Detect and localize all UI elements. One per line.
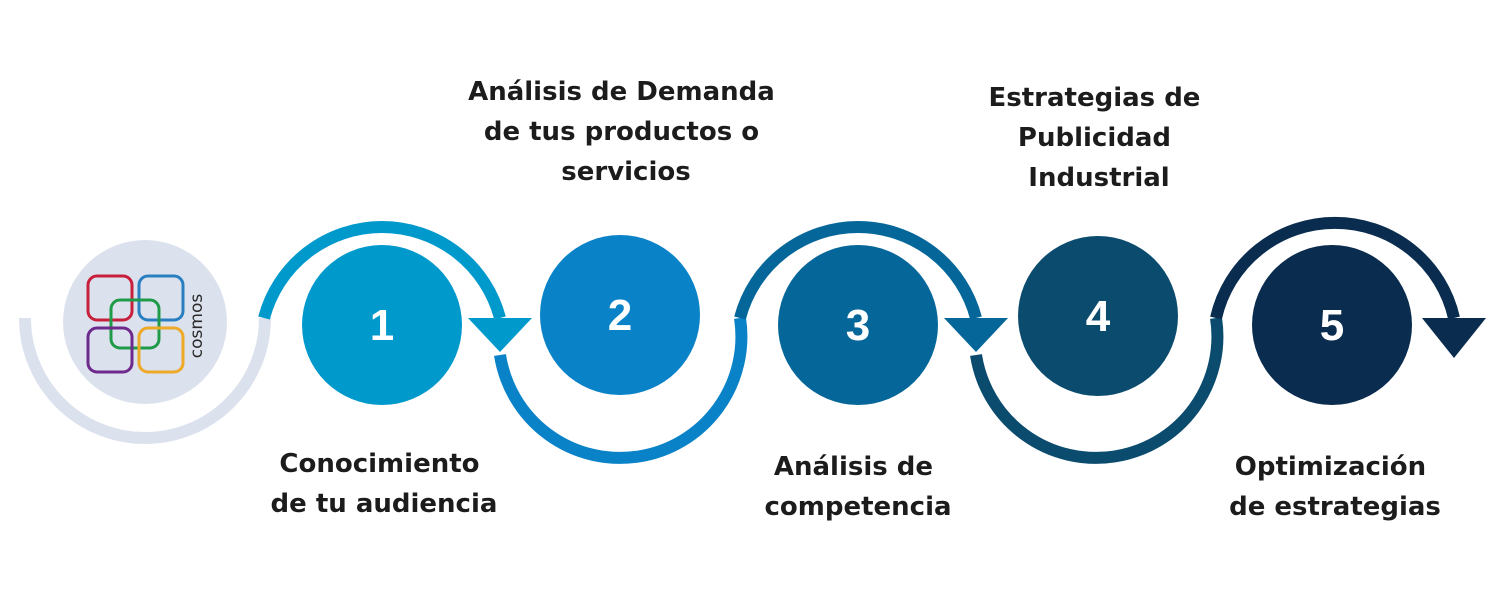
step-circle-1 <box>302 245 462 405</box>
step-number-1: 1 <box>370 301 394 350</box>
step-label-3: Análisis de competencia <box>764 452 951 522</box>
logo-square-green <box>109 298 161 350</box>
step-label-2-line-3: servicios <box>561 157 690 187</box>
step-4: 4 <box>1018 236 1178 396</box>
connector-arc-5 <box>1210 216 1460 320</box>
step-circle-3 <box>778 245 938 405</box>
logo-square-purple <box>86 326 134 374</box>
logo-background <box>63 240 227 404</box>
step-3: 3 <box>778 245 938 405</box>
step-label-1-line-1: Conocimiento <box>279 449 479 479</box>
cosmos-logo: cosmos <box>63 240 227 404</box>
step-label-1-line-2: de tu audiencia <box>271 489 498 519</box>
step-number-3: 3 <box>846 301 870 350</box>
step-circle-2 <box>540 235 700 395</box>
step-label-5-line-2: de estrategias <box>1229 492 1441 522</box>
step-circle-4 <box>1018 236 1178 396</box>
logo-text: cosmos <box>187 294 207 359</box>
logo-square-yellow <box>137 326 185 374</box>
step-label-4-line-3: Industrial <box>1028 163 1169 193</box>
step-label-1: Conocimiento de tu audiencia <box>271 449 498 519</box>
step-label-2-line-2: de tus productos o <box>484 117 759 147</box>
step-2: 2 <box>540 235 700 395</box>
connector-arc-1 <box>258 221 506 320</box>
logo-track-arc <box>19 317 271 444</box>
step-label-3-line-2: competencia <box>764 492 951 522</box>
connector-arc-2 <box>494 317 748 464</box>
logo-square-blue <box>137 274 185 322</box>
step-circle-5 <box>1252 245 1412 405</box>
arrowhead-5 <box>1422 318 1486 358</box>
step-label-2-line-1: Análisis de Demanda <box>468 77 775 107</box>
step-number-5: 5 <box>1320 301 1344 350</box>
step-label-5: Optimización de estrategias <box>1229 452 1441 522</box>
step-5: 5 <box>1252 245 1412 405</box>
step-number-4: 4 <box>1086 292 1111 341</box>
step-label-4: Estrategias de Publicidad Industrial <box>989 83 1210 193</box>
step-label-4-line-2: Publicidad <box>1018 123 1171 153</box>
connector-arc-3 <box>734 221 982 320</box>
arrowhead-1 <box>468 318 532 352</box>
connector-arc-4 <box>970 317 1224 464</box>
step-number-2: 2 <box>608 291 632 340</box>
step-1: 1 <box>302 245 462 405</box>
step-label-3-line-1: Análisis de <box>774 452 933 482</box>
step-label-2: Análisis de Demanda de tus productos o s… <box>468 77 784 187</box>
step-label-4-line-1: Estrategias de <box>989 83 1201 113</box>
arrowhead-3 <box>944 318 1008 352</box>
step-label-5-line-1: Optimización <box>1235 452 1426 482</box>
